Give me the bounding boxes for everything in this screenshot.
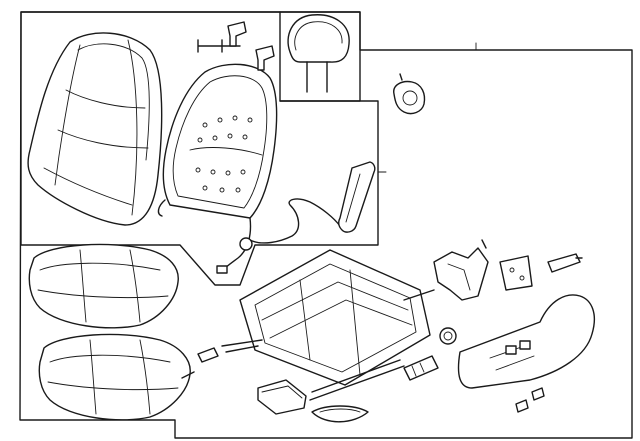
wire-harness [216, 198, 341, 274]
seat-back-cover [27, 32, 163, 226]
headrest-box [279, 11, 361, 102]
seat-cushion-lower [38, 333, 195, 421]
bracket-mid [499, 255, 533, 291]
switch-part [403, 355, 439, 381]
armrest [337, 161, 376, 233]
knob-part [393, 73, 426, 115]
seat-back-subassembly-box [20, 11, 379, 286]
clip-pair [197, 21, 275, 71]
side-trim-panel [457, 294, 596, 389]
seat-frame-track [221, 249, 435, 401]
seat-back-frame [157, 63, 278, 219]
headrest [287, 14, 350, 93]
bracket-right [547, 253, 583, 273]
bracket-left [433, 239, 489, 301]
control-module [257, 379, 307, 415]
fastener-pieces [197, 347, 545, 413]
seat-cushion-upper [28, 243, 179, 329]
bottom-cover [311, 405, 369, 423]
adjust-knob [439, 327, 457, 345]
